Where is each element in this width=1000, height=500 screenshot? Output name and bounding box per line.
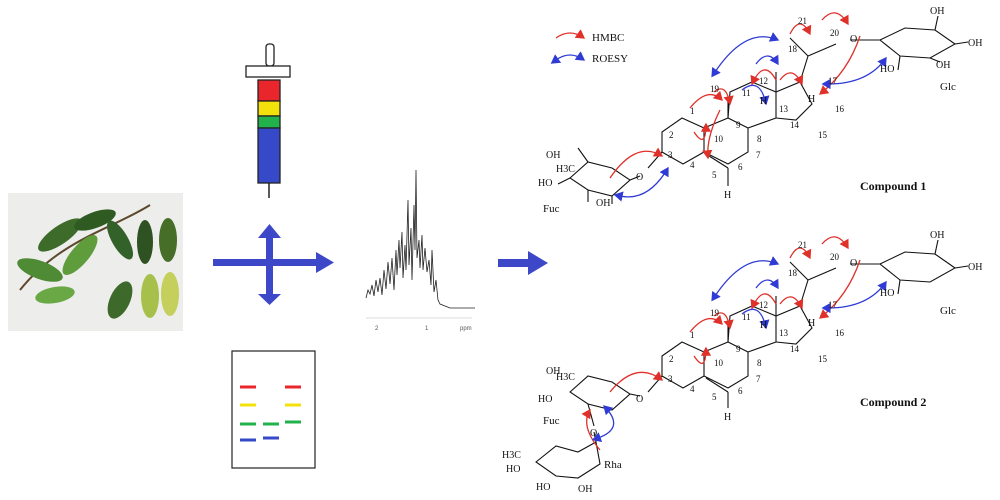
atom-16: 16 [835, 328, 845, 338]
legend-roesy: ROESY [592, 53, 628, 65]
workflow-arrow-right [498, 251, 548, 275]
spectrum-tick-1: 1 [425, 326, 429, 332]
atom-1: 1 [690, 106, 695, 116]
atom-17: 17 [828, 300, 838, 310]
atom-7: 7 [756, 374, 761, 384]
legend-hmbc: HMBC [592, 32, 624, 44]
c2-h-14: H [808, 318, 815, 329]
legend: HMBC ROESY [550, 29, 628, 65]
nmr-spectrum: 2 1 ppm [365, 169, 475, 332]
atom-20: 20 [830, 252, 840, 262]
atom-20: 20 [830, 28, 840, 38]
atom-9: 9 [736, 344, 741, 354]
atom-19: 19 [710, 308, 720, 318]
atom-15: 15 [818, 130, 828, 140]
c1-h-6: H [724, 190, 731, 201]
atom-6: 6 [738, 162, 743, 172]
c2-rha-ho-2: HO [536, 482, 550, 493]
atom-17: 17 [828, 76, 838, 86]
spectrum-tick-2: 2 [375, 326, 379, 332]
c1-fuc-oh-2: OH [596, 198, 610, 209]
c1-glc-oh-1: OH [930, 6, 944, 17]
atom-12: 12 [759, 76, 768, 86]
compound-2-structure: 21 20 18 19 11 12 13 17 16 15 14 8 9 10 … [502, 230, 982, 495]
c2-sugar-glc: Glc [940, 305, 956, 317]
c1-o-3: O [636, 172, 643, 183]
c2-o-rha: O [590, 428, 597, 439]
c1-glc-oh-2: OH [968, 38, 982, 49]
atom-12: 12 [759, 300, 768, 310]
compound-1-structure: 21 20 18 19 11 12 13 17 16 15 14 8 9 10 … [538, 6, 982, 215]
atom-3: 3 [668, 374, 673, 384]
atom-2: 2 [669, 354, 674, 364]
compound-2-title: Compound 2 [860, 395, 926, 409]
atom-18: 18 [788, 268, 798, 278]
c2-fuc-ho: HO [538, 394, 552, 405]
atom-16: 16 [835, 104, 845, 114]
atom-10: 10 [714, 358, 724, 368]
c2-o-3: O [636, 394, 643, 405]
c2-fuc-h3c: H3C [556, 372, 575, 383]
compound-1-title: Compound 1 [860, 179, 926, 193]
syringe-icon [245, 43, 291, 198]
tlc-plate [231, 350, 316, 469]
atom-21: 21 [798, 16, 807, 26]
leaf-photo [8, 193, 183, 331]
atom-11: 11 [742, 88, 751, 98]
atom-10: 10 [714, 134, 724, 144]
c1-sugar-glc: Glc [940, 81, 956, 93]
c2-sugar-fuc: Fuc [543, 415, 560, 427]
atom-15: 15 [818, 354, 828, 364]
atom-13: 13 [779, 328, 789, 338]
atom-18: 18 [788, 44, 798, 54]
atom-11: 11 [742, 312, 751, 322]
c2-rha-ho-1: HO [506, 464, 520, 475]
c1-fuc-ho: HO [538, 178, 552, 189]
c1-glc-oh-3: OH [936, 60, 950, 71]
atom-14: 14 [790, 344, 800, 354]
c1-h-14: H [808, 94, 815, 105]
atom-19: 19 [710, 84, 720, 94]
atom-8: 8 [757, 134, 762, 144]
atom-5: 5 [712, 392, 717, 402]
atom-7: 7 [756, 150, 761, 160]
c1-glc-ho: HO [880, 64, 894, 75]
atom-4: 4 [690, 160, 695, 170]
c1-sugar-fuc: Fuc [543, 203, 560, 215]
atom-13: 13 [779, 104, 789, 114]
atom-8: 8 [757, 358, 762, 368]
c2-o-20: O [850, 258, 857, 269]
c1-o-20: O [850, 34, 857, 45]
atom-14: 14 [790, 120, 800, 130]
spectrum-tick-ppm: ppm [460, 326, 472, 332]
c2-glc-ho: HO [880, 288, 894, 299]
c1-h-8: H [760, 96, 767, 107]
c1-fuc-h3c: H3C [556, 164, 575, 175]
workflow-cross-arrows [213, 224, 334, 305]
atom-6: 6 [738, 386, 743, 396]
atom-21: 21 [798, 240, 807, 250]
atom-5: 5 [712, 170, 717, 180]
c2-sugar-rha: Rha [604, 459, 622, 471]
c2-fuc-oh-1: OH [546, 366, 560, 377]
atom-1: 1 [690, 330, 695, 340]
c1-fuc-oh-1: OH [546, 150, 560, 161]
c2-h-6: H [724, 412, 731, 423]
c2-rha-h3c: H3C [502, 450, 521, 461]
c2-glc-oh-1: OH [930, 230, 944, 241]
c2-h-8: H [760, 320, 767, 331]
atom-3: 3 [668, 150, 673, 160]
atom-2: 2 [669, 130, 674, 140]
c2-glc-oh-2: OH [968, 262, 982, 273]
c2-rha-oh: OH [578, 484, 592, 495]
atom-4: 4 [690, 384, 695, 394]
atom-9: 9 [736, 120, 741, 130]
